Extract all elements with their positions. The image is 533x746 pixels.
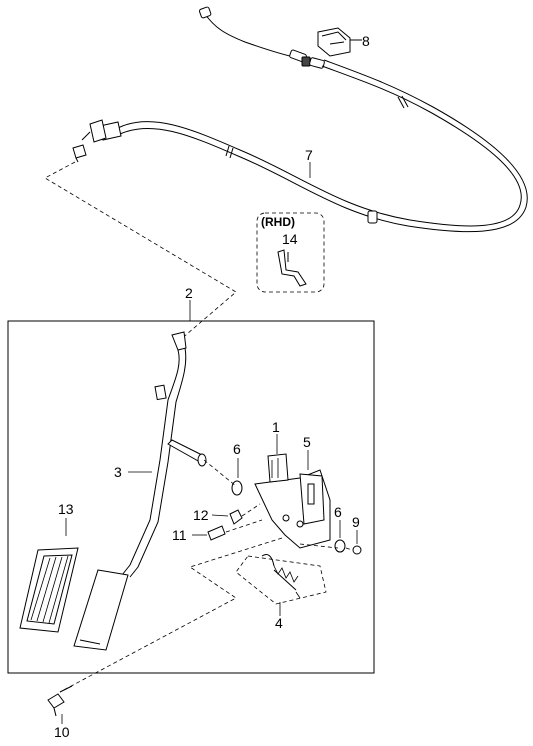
assembly-frame (7, 320, 375, 674)
label-5: 5 (303, 434, 311, 450)
label-13: 13 (58, 501, 74, 517)
cable-clip-8 (317, 27, 362, 57)
label-12: 12 (193, 507, 209, 523)
clip-9 (352, 545, 362, 555)
label-8: 8 (362, 33, 370, 49)
return-spring-4 (235, 553, 327, 605)
bushing-6-right (334, 539, 346, 553)
pedal-rubber-13 (19, 547, 79, 633)
stopper-block-1 (267, 453, 289, 483)
pedal-pad (73, 569, 129, 651)
bushing-6-left (231, 480, 243, 496)
rhd-inset (256, 212, 325, 293)
label-9: 9 (352, 514, 360, 530)
label-3: 3 (114, 464, 122, 480)
label-6-right: 6 (334, 504, 342, 520)
label-14: 14 (282, 231, 298, 247)
label-10: 10 (54, 724, 70, 740)
label-7: 7 (305, 147, 313, 163)
bolt-11 (207, 525, 226, 541)
pedal-bracket-5 (254, 469, 331, 549)
label-1: 1 (272, 419, 280, 435)
bolt-10 (47, 685, 73, 717)
label-2: 2 (185, 285, 193, 301)
accelerator-cable (72, 6, 528, 233)
pedal-arm (121, 331, 207, 578)
label-11: 11 (172, 527, 187, 543)
nut-12 (229, 509, 243, 525)
label-4: 4 (275, 615, 283, 631)
label-6-top: 6 (233, 441, 241, 457)
label-rhd: (RHD) (261, 215, 295, 229)
